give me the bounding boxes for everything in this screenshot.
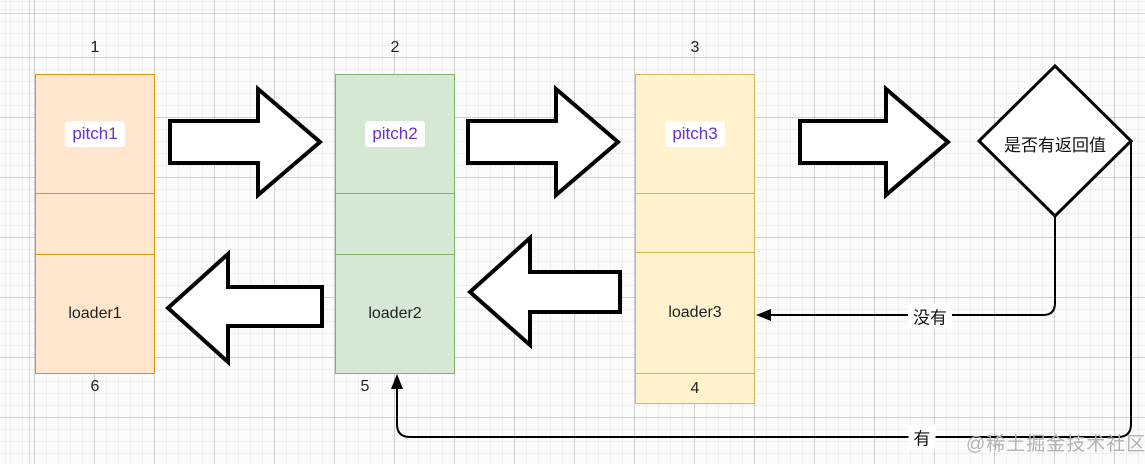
module-number-top: 3 — [690, 39, 700, 56]
pitch-label: pitch3 — [665, 120, 725, 148]
connector-has-return — [396, 141, 1132, 438]
block-arrow-left-1 — [165, 249, 324, 367]
block-arrow-right-2 — [466, 84, 622, 200]
module-box: pitch3 loader3 4 — [635, 74, 755, 404]
loader-label: loader3 — [668, 304, 722, 321]
loader-label: loader2 — [368, 305, 422, 322]
pitch-cell: pitch1 — [36, 75, 154, 194]
spacer-cell — [36, 194, 154, 255]
pitch-cell: pitch3 — [636, 75, 754, 194]
module-number-bottom: 5 — [360, 378, 370, 395]
pitch-label: pitch1 — [65, 120, 125, 148]
module-number-top: 1 — [90, 39, 100, 56]
has-return-arrowhead — [391, 374, 403, 389]
decision-diamond — [976, 63, 1134, 219]
pitch-cell: pitch2 — [336, 75, 454, 194]
number-cell: 4 — [690, 379, 700, 397]
decision-label: 是否有返回值 — [1004, 136, 1106, 155]
no-return-arrowhead — [756, 309, 771, 321]
spacer-cell — [336, 194, 454, 255]
loader-cell: loader1 — [36, 255, 154, 373]
pitch-label: pitch2 — [365, 120, 425, 148]
module-number-top: 2 — [390, 39, 400, 56]
block-arrow-right-1 — [168, 84, 324, 200]
no-branch-label: 没有 — [908, 303, 952, 329]
watermark: @稀土掘金技术社区 — [966, 434, 1145, 455]
block-arrow-left-2 — [466, 233, 622, 350]
module-number-bottom: 6 — [90, 378, 100, 395]
module-box: pitch2 loader2 — [335, 74, 455, 374]
spacer-cell — [636, 194, 754, 253]
loader-cell: loader2 — [336, 255, 454, 373]
module-box: pitch1 loader1 — [35, 74, 155, 374]
connector-no-return — [770, 216, 1056, 316]
loader-cell: loader3 — [636, 253, 754, 374]
block-arrow-right-3 — [798, 84, 952, 200]
loader-label: loader1 — [68, 305, 122, 322]
yes-branch-label: 有 — [908, 424, 936, 450]
